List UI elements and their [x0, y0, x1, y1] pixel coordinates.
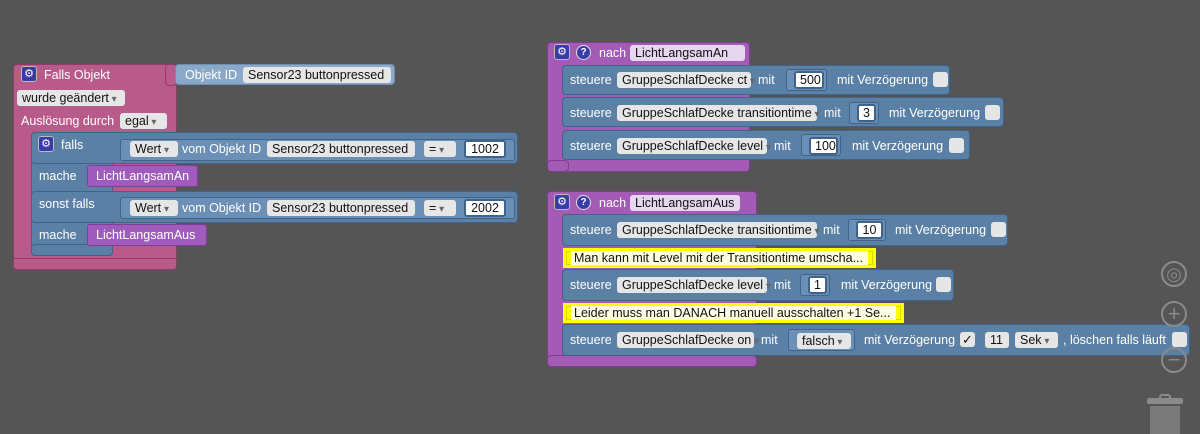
with-label: mit: [758, 73, 775, 87]
gear-icon[interactable]: ⚙: [38, 136, 54, 152]
target-dropdown[interactable]: GruppeSchlafDecke ct: [617, 72, 751, 88]
object-id-label: Objekt ID: [185, 68, 238, 82]
center-icon[interactable]: ◎: [1161, 261, 1187, 287]
trash-lid: [1147, 398, 1183, 404]
comment-text: Leider muss man DANACH manuell ausschalt…: [571, 306, 896, 320]
delay-amount-field[interactable]: 11: [985, 332, 1009, 348]
delay-checkbox[interactable]: [936, 277, 951, 292]
trigger-title: Falls Objekt: [44, 68, 110, 82]
value-input[interactable]: 1: [808, 276, 827, 294]
value-input[interactable]: 2002: [464, 199, 506, 217]
do-label: mache: [39, 228, 77, 242]
delay-label: mit Verzögerung: [841, 278, 933, 292]
trash-icon[interactable]: [1147, 394, 1183, 434]
command-label: steuere: [570, 223, 612, 237]
delay-label: mit Verzögerung: [837, 73, 929, 87]
of-object-label: vom Objekt ID: [182, 142, 262, 156]
call-LichtLangsamAus[interactable]: [87, 224, 207, 246]
elseif-label: sonst falls: [39, 197, 95, 211]
unit-dropdown[interactable]: Sek: [1015, 332, 1058, 348]
delay-checkbox[interactable]: [991, 222, 1006, 237]
command-label: steuere: [570, 333, 612, 347]
delay-label: mit Verzögerung: [852, 139, 944, 153]
operator-dropdown[interactable]: =: [424, 200, 456, 216]
trash-can: [1150, 406, 1180, 434]
if-label: falls: [61, 138, 84, 152]
delay-checkbox[interactable]: [985, 105, 1000, 120]
clear-if-running-label: , löschen falls läuft: [1063, 333, 1166, 347]
property-dropdown[interactable]: Wert: [130, 200, 178, 216]
command-label: steuere: [570, 106, 612, 120]
target-dropdown[interactable]: GruppeSchlafDecke level: [617, 277, 767, 293]
object-id-field[interactable]: Sensor23 buttonpressed: [243, 67, 391, 83]
clear-checkbox[interactable]: [1172, 332, 1187, 347]
boolean-dropdown[interactable]: falsch: [797, 333, 851, 349]
do-label: mache: [39, 169, 77, 183]
value-input[interactable]: 1002: [464, 140, 506, 158]
comment-block[interactable]: Man kann mit Level mit der Transitiontim…: [563, 248, 876, 268]
func-keyword: nach: [599, 46, 627, 60]
function-name-field[interactable]: LichtLangsamAus: [630, 195, 740, 211]
value-input[interactable]: 10: [856, 221, 883, 239]
call-name: LichtLangsamAus: [96, 228, 196, 242]
gear-icon[interactable]: ⚙: [554, 44, 570, 60]
trash-handle: [1159, 394, 1171, 399]
with-label: mit: [774, 139, 791, 153]
delay-checkbox-checked[interactable]: ✓: [960, 332, 975, 347]
with-label: mit: [774, 278, 791, 292]
value-input[interactable]: 3: [857, 104, 876, 122]
delay-label: mit Verzögerung: [889, 106, 981, 120]
comment-text: Man kann mit Level mit der Transitiontim…: [571, 251, 868, 265]
object-field[interactable]: Sensor23 buttonpressed: [267, 141, 415, 157]
call-LichtLangsamAn[interactable]: [87, 165, 198, 187]
command-label: steuere: [570, 278, 612, 292]
help-icon[interactable]: ?: [576, 45, 591, 60]
function-name-field[interactable]: LichtLangsamAn: [630, 45, 745, 61]
comment-block[interactable]: Leider muss man DANACH manuell ausschalt…: [563, 303, 904, 323]
changed-dropdown[interactable]: wurde geändert: [17, 90, 125, 106]
func-keyword: nach: [599, 196, 627, 210]
with-label: mit: [761, 333, 778, 347]
trigger-by-label: Auslösung durch: [21, 114, 115, 128]
with-label: mit: [823, 223, 840, 237]
gear-icon[interactable]: ⚙: [554, 194, 570, 210]
operator-dropdown[interactable]: =: [424, 141, 456, 157]
value-input[interactable]: 500: [794, 71, 824, 89]
delay-label: mit Verzögerung: [864, 333, 956, 347]
gear-icon[interactable]: ⚙: [21, 66, 37, 82]
function-block-aus-bottom: [547, 355, 757, 367]
command-label: steuere: [570, 73, 612, 87]
value-input[interactable]: 100: [809, 137, 838, 155]
zoom-in-icon[interactable]: +: [1161, 301, 1187, 327]
of-object-label: vom Objekt ID: [182, 201, 262, 215]
help-icon[interactable]: ?: [576, 195, 591, 210]
delay-label: mit Verzögerung: [895, 223, 987, 237]
property-dropdown[interactable]: Wert: [130, 141, 178, 157]
call-name: LichtLangsamAn: [96, 169, 190, 183]
object-field[interactable]: Sensor23 buttonpressed: [267, 200, 415, 216]
delay-checkbox[interactable]: [949, 138, 964, 153]
target-dropdown[interactable]: GruppeSchlafDecke transitiontime: [617, 222, 817, 238]
if-block-bottom: [31, 244, 113, 256]
delay-checkbox[interactable]: [933, 72, 948, 87]
target-dropdown[interactable]: GruppeSchlafDecke on: [617, 332, 754, 348]
function-block-an-bottom: [547, 160, 569, 172]
zoom-out-icon[interactable]: −: [1161, 347, 1187, 373]
with-label: mit: [824, 106, 841, 120]
target-dropdown[interactable]: GruppeSchlafDecke transitiontime: [617, 105, 817, 121]
trigger-by-dropdown[interactable]: egal: [120, 113, 167, 129]
command-label: steuere: [570, 139, 612, 153]
target-dropdown[interactable]: GruppeSchlafDecke level: [617, 138, 767, 154]
trigger-block-bottom: [13, 258, 177, 270]
